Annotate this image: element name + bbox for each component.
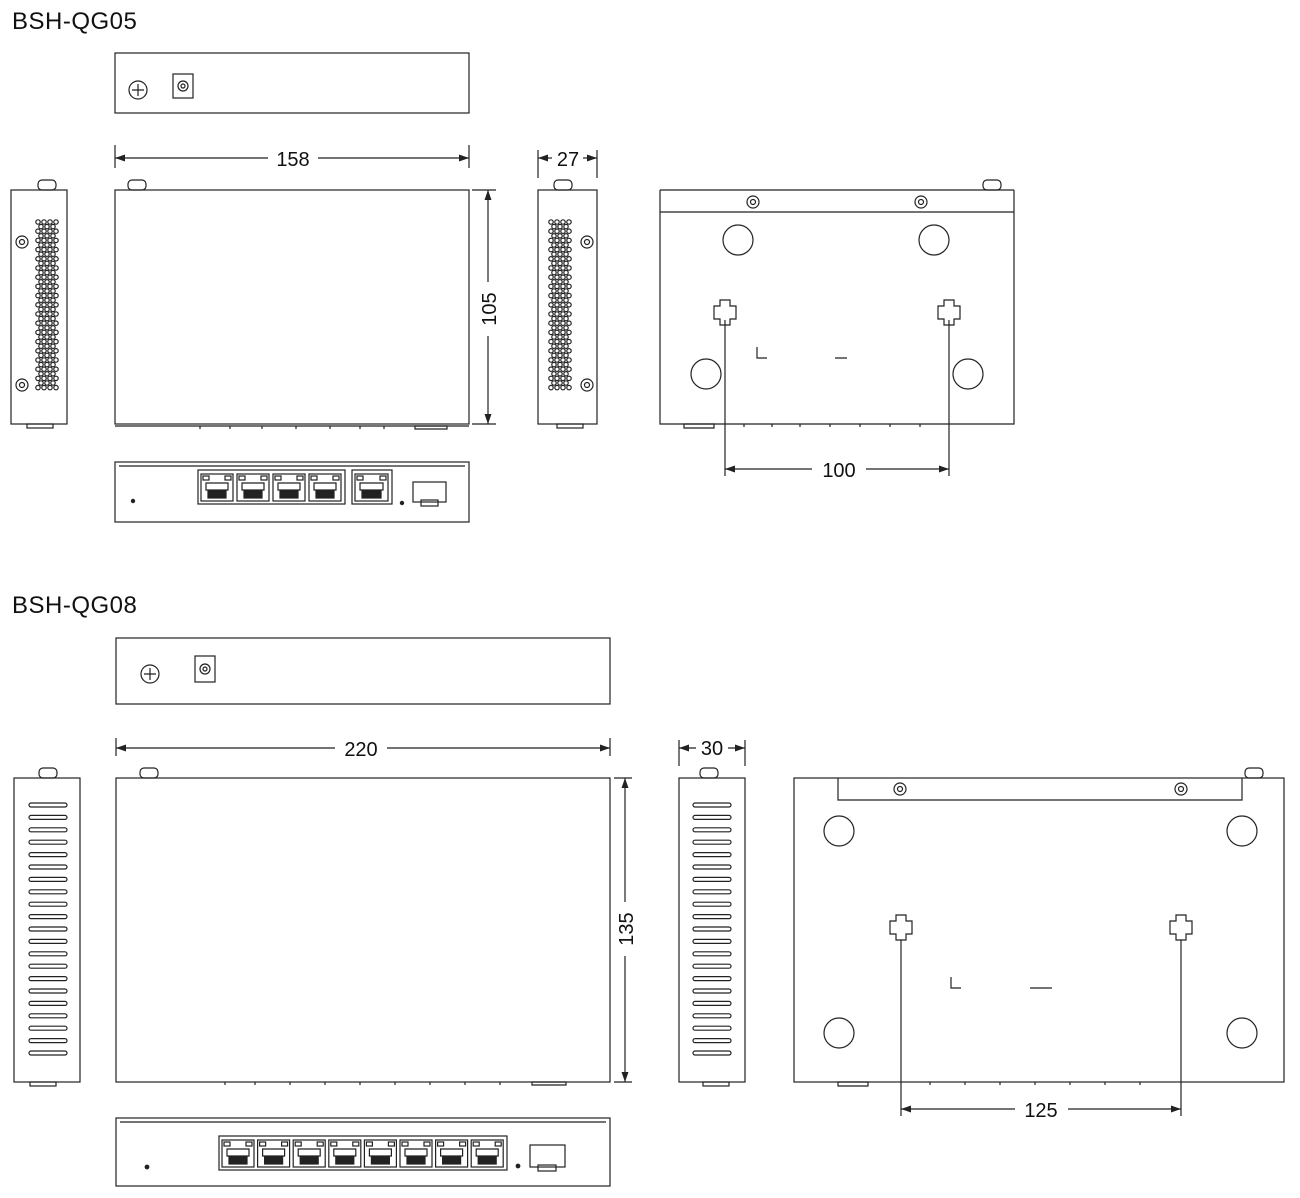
vent-holes (548, 219, 572, 391)
rubber-foot-icon (722, 224, 754, 256)
qg08-mount-spacing-dimension (900, 940, 1182, 1116)
rj45-port-icon (236, 473, 270, 502)
rj45-port-icon (308, 473, 342, 502)
qg05-depth-dimension (472, 189, 496, 425)
qg08-bottom-view (793, 767, 1285, 1087)
dim-height-qg05: 27 (557, 149, 579, 171)
qg08-height-dimension (678, 740, 746, 766)
rubber-foot-icon (823, 815, 855, 847)
screw-icon (580, 378, 594, 392)
qg08-width-dimension (115, 738, 611, 756)
sfp-port-icon (529, 1144, 566, 1172)
rj45-port-icon (200, 473, 234, 502)
rubber-foot-icon (1226, 1017, 1258, 1049)
model-title-qg08: BSH-QG08 (12, 592, 138, 619)
screw-icon (1174, 782, 1188, 796)
vent-slots (692, 802, 732, 1056)
rj45-port-icon (435, 1139, 469, 1168)
ground-screw-icon (128, 80, 148, 100)
model-title-qg05: BSH-QG05 (12, 8, 138, 35)
qg08-top-view (115, 767, 611, 1086)
rj45-port-group (200, 473, 342, 502)
rubber-foot-icon (1226, 815, 1258, 847)
rj45-port-icon (257, 1139, 291, 1168)
qg08-right-side-view (678, 767, 746, 1087)
screw-icon (746, 195, 760, 209)
rj45-port-icon (363, 1139, 397, 1168)
qg05-width-dimension (114, 145, 470, 168)
qg05-front-view (114, 461, 470, 523)
keyhole-mount-icon (889, 914, 913, 941)
rubber-foot-icon (952, 358, 984, 390)
rj45-port-icon (470, 1139, 504, 1168)
rubber-foot-icon (918, 224, 950, 256)
qg05-bottom-view (659, 179, 1015, 429)
qg08-left-side-view (13, 767, 81, 1087)
rj45-port-icon (292, 1139, 326, 1168)
qg05-back-view (114, 52, 470, 114)
qg05-left-side-view (10, 179, 68, 429)
rubber-foot-icon (823, 1017, 855, 1049)
qg08-back-view (115, 637, 611, 705)
dim-height-qg08: 30 (701, 738, 723, 760)
rj45-port-icon (399, 1139, 433, 1168)
dc-jack-icon (194, 655, 216, 683)
keyhole-mount-icon (1169, 914, 1193, 941)
rj45-port-icon (354, 473, 389, 502)
screw-icon (914, 195, 928, 209)
dim-depth-qg08: 135 (616, 912, 638, 945)
qg05-mount-spacing-dimension (724, 320, 950, 476)
ground-screw-icon (140, 664, 160, 684)
dim-width-qg05: 158 (276, 149, 309, 171)
screw-icon (580, 235, 594, 249)
vent-slots (28, 802, 68, 1056)
sfp-port-icon (412, 481, 447, 507)
vent-holes (35, 219, 59, 391)
qg05-top-view (114, 179, 470, 430)
dim-mount-spacing-qg08: 125 (1024, 1100, 1057, 1122)
rubber-foot-icon (690, 358, 722, 390)
keyhole-mount-icon (713, 299, 737, 326)
screw-icon (15, 235, 29, 249)
qg08-depth-dimension (614, 777, 632, 1083)
rj45-port-icon (221, 1139, 255, 1168)
rj45-port-icon (272, 473, 306, 502)
rj45-uplink-group (354, 473, 389, 502)
dim-depth-qg05: 105 (479, 292, 501, 325)
rj45-port-icon (328, 1139, 362, 1168)
dim-width-qg08: 220 (344, 739, 377, 761)
keyhole-mount-icon (937, 299, 961, 326)
dim-mount-spacing-qg05: 100 (822, 460, 855, 482)
qg08-front-view (115, 1117, 611, 1187)
qg05-right-side-view (537, 179, 598, 429)
screw-icon (893, 782, 907, 796)
qg05-height-dimension (537, 150, 598, 178)
dc-jack-icon (172, 73, 194, 99)
rj45-port-group (221, 1139, 504, 1168)
screw-icon (15, 378, 29, 392)
